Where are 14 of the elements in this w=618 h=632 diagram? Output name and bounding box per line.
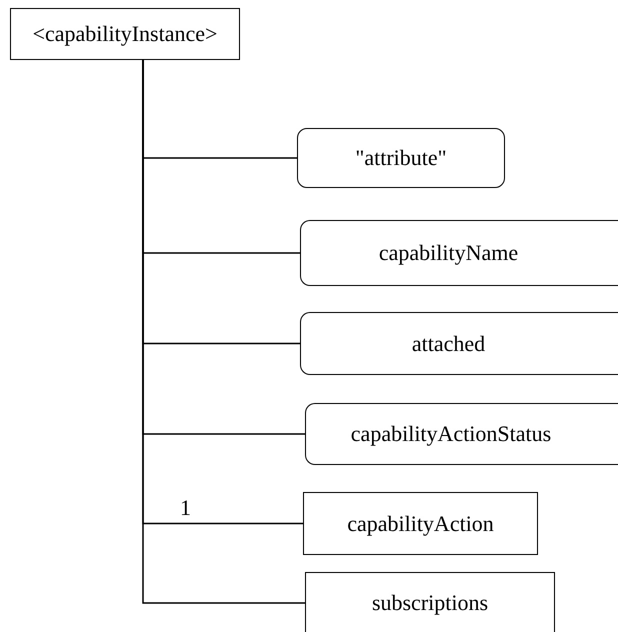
rounded-box (300, 220, 618, 286)
element-box (303, 492, 538, 555)
node-label: capabilityAction (347, 510, 494, 536)
node-label: capabilityName (378, 240, 518, 266)
node-label: <capabilityInstance> (32, 21, 218, 47)
element-box (305, 572, 555, 632)
node-label: "attribute" (355, 145, 447, 171)
rounded-box (297, 128, 505, 188)
node-label: capabilityActionStatus (350, 421, 552, 447)
rounded-box (305, 403, 618, 465)
node-label: attached (412, 330, 486, 356)
rounded-box (300, 312, 618, 375)
node-label: subscriptions (372, 590, 488, 616)
element-box (10, 8, 240, 60)
